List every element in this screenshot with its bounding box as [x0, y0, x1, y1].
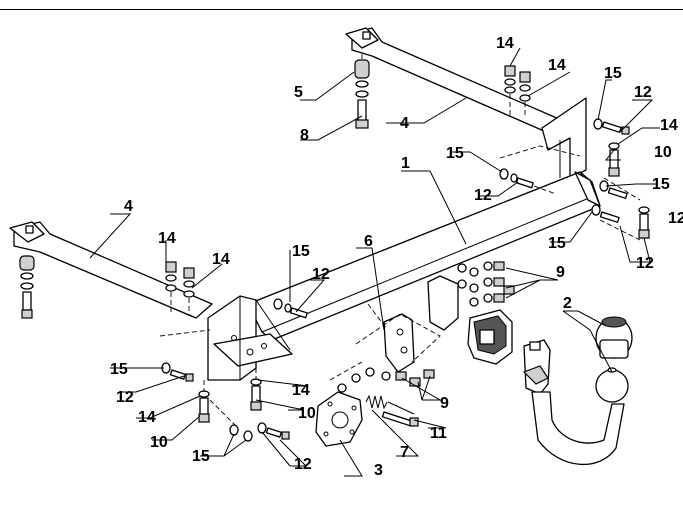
callout-8: 8 [300, 127, 309, 144]
callout-14-upper-a: 14 [496, 35, 514, 52]
left-side-bracket [207, 295, 293, 381]
center-bolt-set-9 [337, 261, 515, 393]
callout-15-right: 15 [652, 176, 670, 193]
callout-14-bottom-left: 14 [138, 409, 156, 426]
callout-15-crossbar-left: 15 [292, 243, 310, 260]
callout-10-mid: 10 [298, 405, 316, 422]
callout-15-bottom: 15 [192, 448, 210, 465]
top-border-line [0, 9, 683, 10]
callout-11: 11 [430, 425, 447, 442]
callout-2: 2 [563, 295, 572, 312]
ball-mount-housing [467, 309, 513, 365]
callout-12-edge: 12 [668, 210, 683, 227]
callout-14-bottom-mid: 14 [292, 382, 310, 399]
callout-15-mid: 15 [446, 145, 464, 162]
upper-bolt-stack [354, 54, 370, 129]
callout-15-lower-right: 15 [548, 235, 566, 252]
callout-14-right: 14 [660, 117, 678, 134]
leader-lines [89, 47, 660, 477]
callout-12-mid: 12 [474, 187, 492, 204]
callout-15-lower-left: 15 [110, 361, 128, 378]
lower-left-fasteners [161, 362, 290, 442]
callout-9-center: 9 [440, 395, 449, 412]
callout-labels: 1 2 3 4 4 5 6 7 8 9 9 10 10 10 11 12 12 … [110, 35, 683, 479]
callout-14-lower-a: 14 [158, 230, 176, 247]
lower-left-bracket-strap [9, 221, 213, 319]
callout-3: 3 [374, 462, 383, 479]
callout-14-upper-b: 14 [548, 57, 566, 74]
callout-10-left: 10 [150, 434, 168, 451]
center-hanging-bracket [383, 275, 459, 373]
main-crossbar [247, 171, 601, 341]
callout-12-bottom: 12 [294, 456, 312, 473]
callout-12-right: 12 [636, 255, 654, 272]
callout-12-upper-right: 12 [634, 84, 652, 101]
tow-ball-cover [595, 316, 633, 359]
callout-4-lower: 4 [124, 198, 133, 215]
callout-12-lower-left: 12 [116, 389, 134, 406]
lower-left-nut-stack [165, 261, 195, 316]
callout-7: 7 [400, 444, 409, 461]
right-side-fasteners [591, 118, 650, 241]
detachable-tow-ball-arm [522, 339, 629, 466]
callout-1: 1 [401, 155, 410, 172]
callout-5: 5 [294, 84, 303, 101]
callout-6: 6 [364, 233, 373, 250]
callout-9-right: 9 [556, 264, 565, 281]
callout-12-crossbar-left: 12 [312, 266, 330, 283]
left-bolt-stack [19, 255, 35, 319]
bolt-11 [381, 411, 419, 427]
callout-4-upper: 4 [400, 115, 409, 132]
upper-right-nut-stack [504, 65, 531, 118]
upper-right-bracket-strap [345, 27, 587, 179]
callout-10-right: 10 [654, 144, 672, 161]
socket-mounting-plate [315, 391, 363, 447]
callout-14-lower-b: 14 [212, 251, 230, 268]
spring-part [365, 394, 415, 415]
callout-15-upper-right: 15 [604, 65, 622, 82]
